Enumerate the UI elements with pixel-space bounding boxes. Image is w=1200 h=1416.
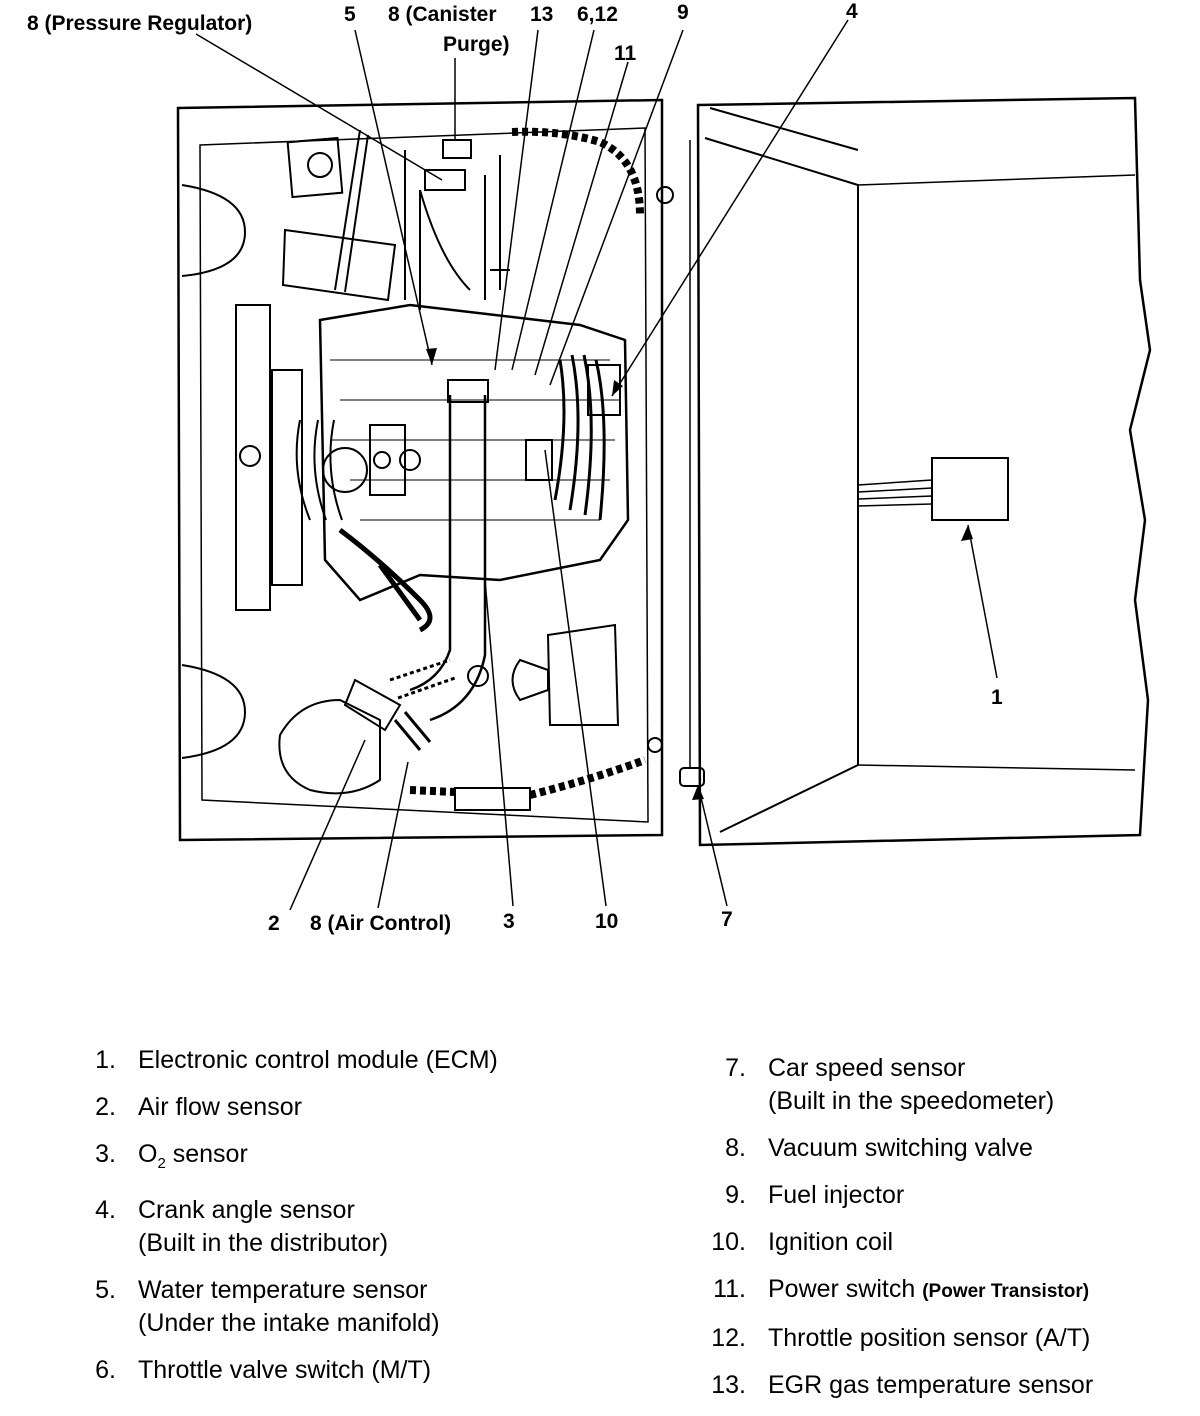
legend-note: (Built in the distributor) bbox=[138, 1229, 389, 1257]
intake-duct bbox=[409, 395, 487, 722]
legend-text: Crank angle sensor bbox=[138, 1196, 355, 1224]
callout-8-air-control: 8 (Air Control) bbox=[310, 912, 452, 935]
washer-cap bbox=[307, 152, 333, 178]
headlight-bottom bbox=[181, 664, 247, 759]
legend-num: 4. bbox=[95, 1196, 116, 1224]
legend-text-suffix: sensor bbox=[165, 1140, 248, 1168]
battery bbox=[286, 136, 344, 199]
callout-10: 10 bbox=[595, 910, 619, 933]
legend-text: Power switch bbox=[768, 1275, 916, 1303]
engine-compartment-outline bbox=[176, 98, 664, 842]
callout-5: 5 bbox=[344, 3, 356, 26]
canister-purge-valve bbox=[442, 139, 472, 159]
legend-num: 11. bbox=[713, 1275, 746, 1303]
legend-note: (Under the intake manifold) bbox=[138, 1309, 440, 1337]
engine-compartment-inner bbox=[199, 127, 649, 823]
radiator-core bbox=[271, 369, 303, 586]
cabin-outline bbox=[696, 96, 1152, 847]
callout-7: 7 bbox=[721, 908, 733, 931]
legend-num: 8. bbox=[725, 1134, 746, 1162]
air-cleaner bbox=[278, 698, 381, 795]
legend-note: (Built in the speedometer) bbox=[768, 1087, 1055, 1115]
legend-item-3: 3. O2 sensor bbox=[70, 1138, 498, 1180]
legend-item-6: 6. Throttle valve switch (M/T) bbox=[70, 1354, 498, 1387]
engine-block bbox=[318, 303, 630, 602]
callout-8-canister-purge-line2: Purge) bbox=[443, 33, 510, 56]
legend-num: 1. bbox=[95, 1046, 116, 1074]
legend-item-9: 9. Fuel injector bbox=[698, 1179, 1093, 1212]
pulley-belts bbox=[295, 419, 343, 521]
legend-text-prefix: O bbox=[138, 1140, 158, 1168]
callout-9: 9 bbox=[677, 1, 689, 24]
legend-num: 3. bbox=[95, 1140, 116, 1168]
legend-left: 1. Electronic control module (ECM) 2. Ai… bbox=[70, 1044, 498, 1401]
legend-num: 12. bbox=[711, 1324, 746, 1352]
bracket-plate bbox=[281, 228, 397, 302]
legend-num: 5. bbox=[95, 1276, 116, 1304]
air-flow-hose bbox=[389, 658, 456, 700]
legend-item-13: 13. EGR gas temperature sensor bbox=[698, 1369, 1093, 1402]
legend-text: Vacuum switching valve bbox=[768, 1134, 1033, 1162]
car-speed-sensor bbox=[679, 767, 705, 787]
harness-top bbox=[511, 127, 644, 216]
distributor-wires bbox=[553, 354, 606, 521]
legend-text: EGR gas temperature sensor bbox=[768, 1371, 1094, 1399]
legend-item-2: 2. Air flow sensor bbox=[70, 1091, 498, 1124]
legend-text: Throttle position sensor (A/T) bbox=[768, 1324, 1091, 1352]
callout-13: 13 bbox=[530, 3, 554, 26]
legend-item-1: 1. Electronic control module (ECM) bbox=[70, 1044, 498, 1077]
legend-num: 7. bbox=[725, 1054, 746, 1082]
callout-8-pressure-regulator: 8 (Pressure Regulator) bbox=[27, 12, 253, 35]
distributor bbox=[587, 364, 621, 416]
legend-text-small: (Power Transistor) bbox=[922, 1281, 1090, 1302]
fan-hub bbox=[239, 445, 261, 467]
callout-8-canister-purge-line1: 8 (Canister bbox=[388, 3, 497, 26]
legend-text: Water temperature sensor bbox=[138, 1276, 428, 1304]
brake-booster bbox=[546, 623, 620, 726]
legend-text: Car speed sensor bbox=[768, 1054, 966, 1082]
legend-num: 2. bbox=[95, 1093, 116, 1121]
pressure-regulator-valve bbox=[424, 169, 466, 191]
callout-6-12: 6,12 bbox=[577, 3, 618, 26]
legend-num: 13. bbox=[711, 1371, 746, 1399]
legend-item-7: 7. Car speed sensor (Built in the speedo… bbox=[698, 1052, 1093, 1118]
ecm-wires bbox=[857, 479, 933, 507]
leader-arrowheads bbox=[426, 348, 973, 800]
callout-1: 1 bbox=[991, 686, 1003, 709]
legend-num: 9. bbox=[725, 1181, 746, 1209]
legend-item-11: 11. Power switch (Power Transistor) bbox=[698, 1273, 1093, 1308]
legend-item-12: 12. Throttle position sensor (A/T) bbox=[698, 1322, 1093, 1355]
callout-2: 2 bbox=[268, 912, 280, 935]
legend-item-10: 10. Ignition coil bbox=[698, 1226, 1093, 1259]
legend-num: 10. bbox=[711, 1228, 746, 1256]
engine-bay-diagram bbox=[176, 19, 1152, 911]
legend-item-8: 8. Vacuum switching valve bbox=[698, 1132, 1093, 1165]
legend-text: Air flow sensor bbox=[138, 1093, 302, 1121]
callout-11: 11 bbox=[614, 42, 637, 65]
legend-text: Throttle valve switch (M/T) bbox=[138, 1356, 432, 1384]
legend-text: Electronic control module (ECM) bbox=[138, 1046, 498, 1074]
callout-3: 3 bbox=[503, 910, 515, 933]
legend-right: 7. Car speed sensor (Built in the speedo… bbox=[698, 1052, 1093, 1416]
legend-text: Ignition coil bbox=[768, 1228, 894, 1256]
harness-bottom bbox=[409, 756, 647, 799]
legend-item-4: 4. Crank angle sensor (Built in the dist… bbox=[70, 1194, 498, 1260]
ecm-box bbox=[931, 457, 1009, 521]
ignition-coil bbox=[525, 439, 553, 481]
leader-lines bbox=[195, 19, 998, 911]
callout-4: 4 bbox=[846, 0, 858, 23]
legend-num: 6. bbox=[95, 1356, 116, 1384]
legend-text-subscript: 2 bbox=[157, 1155, 166, 1172]
radiator bbox=[235, 304, 271, 611]
legend-item-5: 5. Water temperature sensor (Under the i… bbox=[70, 1274, 498, 1340]
headlight-top bbox=[181, 184, 247, 277]
legend-text: Fuel injector bbox=[768, 1181, 905, 1209]
